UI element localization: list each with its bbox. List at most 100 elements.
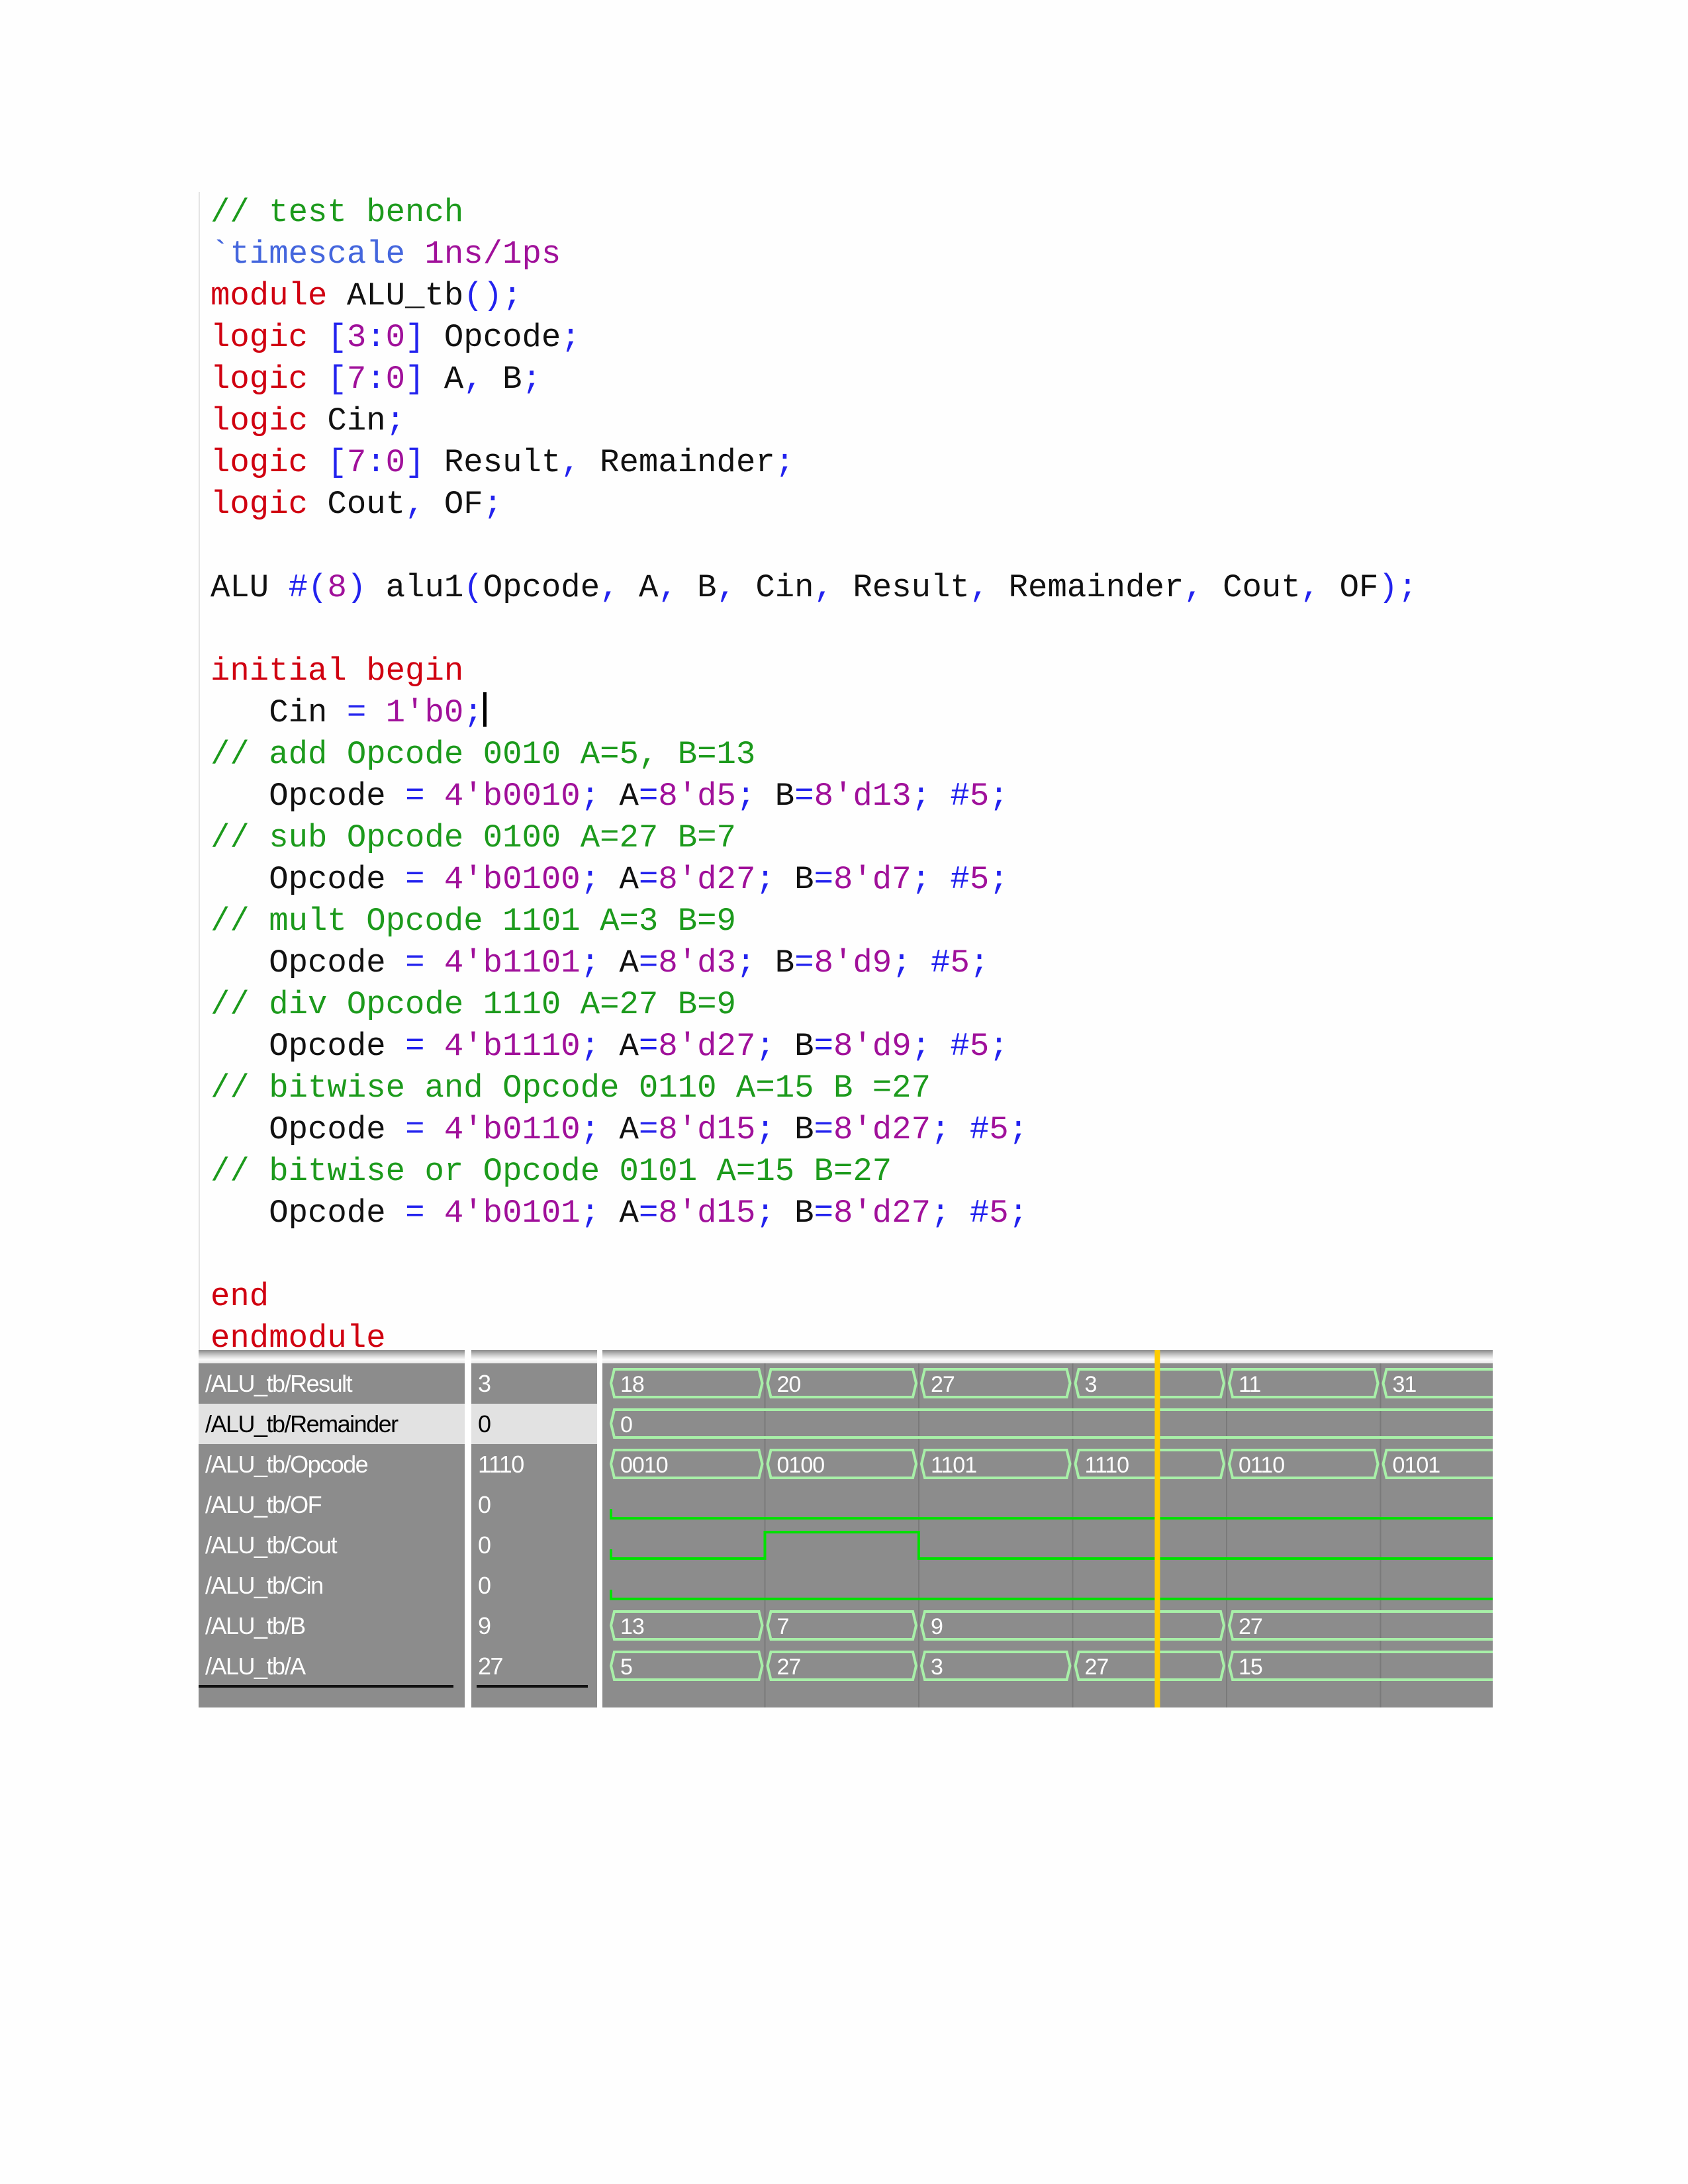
code-token: Remainder [1008, 569, 1184, 606]
code-token: 4'b0100 [424, 861, 581, 898]
code-token: 8'd27 [658, 1028, 756, 1065]
signal-value-row[interactable]: 9 [471, 1606, 597, 1646]
bus-value-label: 3 [931, 1655, 943, 1680]
code-token: Cout [1223, 569, 1301, 606]
bus-value-label: 0010 [620, 1453, 668, 1478]
signal-value-row[interactable]: 0 [471, 1404, 597, 1444]
code-token: Opcode [211, 778, 406, 815]
code-token: ; [483, 486, 503, 523]
code-token: 4'b1110 [424, 1028, 581, 1065]
code-line: logic [7:0] Result, Remainder; [211, 442, 1417, 484]
signal-name: /ALU_tb/Remainder [205, 1410, 399, 1437]
code-token: B [755, 944, 795, 981]
signal-value-row[interactable]: 1110 [471, 1444, 597, 1484]
code-token: ; [989, 1028, 1009, 1065]
code-token: : [366, 361, 386, 398]
code-token: 1ns/1ps [424, 236, 561, 273]
signal-value-row[interactable]: 0 [471, 1484, 597, 1525]
bus-value-label: 11 [1239, 1372, 1260, 1397]
bus-value-label: 27 [1239, 1614, 1262, 1639]
code-token: // test bench [211, 194, 464, 231]
signal-name: /ALU_tb/A [205, 1653, 306, 1680]
code-token: logic [211, 319, 308, 356]
code-token: = [638, 778, 659, 815]
signal-name: /ALU_tb/Cout [205, 1531, 338, 1559]
signal-value: 3 [478, 1370, 491, 1397]
code-line: module ALU_tb(); [211, 275, 1417, 317]
code-token: Cin [211, 694, 347, 731]
code-token: Opcode [211, 1028, 406, 1065]
signal-name-row[interactable]: /ALU_tb/Result [199, 1363, 465, 1404]
code-token: ; [561, 319, 581, 356]
signal-value-row[interactable]: 3 [471, 1363, 597, 1404]
bus-segment [1227, 1449, 1380, 1479]
code-line: // div Opcode 1110 A=27 B=9 [211, 984, 1417, 1026]
bus-segment [919, 1610, 1226, 1641]
bus-segment [766, 1610, 918, 1641]
bit-waveform [610, 1590, 1493, 1600]
code-token [308, 319, 327, 356]
signal-value: 0 [478, 1410, 491, 1437]
signal-name-row[interactable]: /ALU_tb/A [199, 1646, 465, 1686]
code-token: B [483, 361, 522, 398]
signal-name-row[interactable]: /ALU_tb/Remainder [199, 1404, 465, 1444]
code-token: alu1 [366, 569, 464, 606]
code-token: ; [911, 778, 931, 815]
signal-name-row[interactable]: /ALU_tb/B [199, 1606, 465, 1646]
bus-segment [919, 1368, 1072, 1398]
code-token: = [405, 778, 425, 815]
column-header[interactable] [471, 1350, 597, 1363]
editor-gutter [199, 192, 200, 1350]
bus-value-label: 20 [777, 1372, 801, 1397]
signal-name-row[interactable]: /ALU_tb/Cout [199, 1525, 465, 1565]
code-token: Remainder [580, 444, 775, 481]
signal-name-row[interactable]: /ALU_tb/OF [199, 1484, 465, 1525]
bus-value-label: 0100 [777, 1453, 825, 1478]
code-token: ALU [211, 569, 289, 606]
code-token: ; [522, 361, 541, 398]
code-token: 0 [385, 444, 406, 481]
code-token: A [600, 778, 639, 815]
code-token: 8'd5 [658, 778, 736, 815]
code-token: = [814, 1111, 833, 1148]
code-line: logic [7:0] A, B; [211, 359, 1417, 400]
code-token: = [794, 944, 814, 981]
column-header[interactable] [602, 1350, 1493, 1363]
text-caret [483, 692, 487, 727]
code-token: ; [755, 1195, 775, 1232]
signal-value-row[interactable]: 0 [471, 1525, 597, 1565]
code-token: A [638, 569, 659, 606]
code-token: = [405, 1195, 425, 1232]
code-token: ; [755, 861, 775, 898]
code-token: 8'd3 [658, 944, 736, 981]
code-token: A [600, 944, 639, 981]
code-token: = [814, 1028, 833, 1065]
code-token: , [1300, 569, 1340, 606]
code-token: , [658, 569, 698, 606]
code-token: OF [424, 486, 483, 523]
signal-value: 0 [478, 1572, 491, 1599]
code-token: 7 [346, 361, 367, 398]
bus-value-label: 13 [620, 1614, 644, 1639]
code-token: 4'b0110 [424, 1111, 581, 1148]
signal-name-row[interactable]: /ALU_tb/Opcode [199, 1444, 465, 1484]
code-token: [ [327, 361, 347, 398]
code-token [308, 444, 327, 481]
bus-segment [609, 1449, 764, 1479]
bus-segment [1074, 1368, 1226, 1398]
signal-value-row[interactable]: 0 [471, 1565, 597, 1606]
bus-segment [919, 1449, 1072, 1479]
bus-value-label: 7 [777, 1614, 789, 1639]
signal-value-row[interactable]: 27 [471, 1646, 597, 1686]
code-line [211, 609, 1417, 651]
bus-value-label: 0110 [1239, 1453, 1284, 1478]
code-token: Cin [755, 569, 814, 606]
code-token: ; [735, 944, 756, 981]
column-header[interactable] [199, 1350, 465, 1363]
signal-name-row[interactable]: /ALU_tb/Cin [199, 1565, 465, 1606]
code-token: = [794, 778, 814, 815]
code-token: logic [211, 361, 308, 398]
